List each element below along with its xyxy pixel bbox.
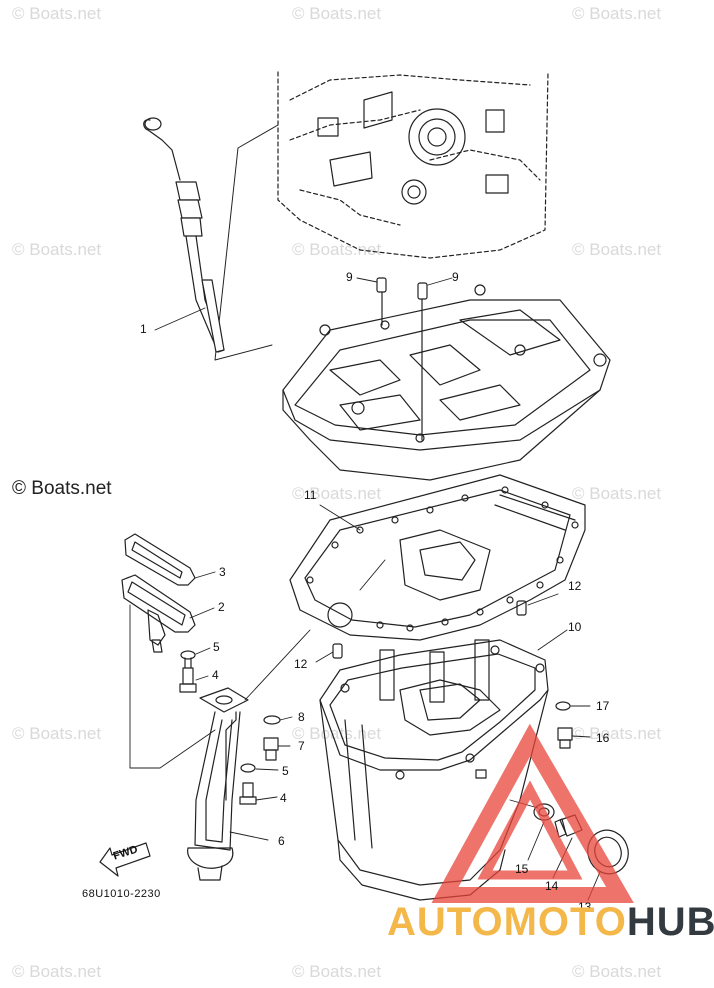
leader-6: [229, 831, 269, 841]
leader-5-lower: [255, 768, 279, 771]
watermark-bottom-right: © Boats.net: [572, 962, 662, 981]
callout-9-right: 9: [452, 270, 459, 284]
callout-7: 7: [298, 739, 305, 753]
washer-5-upper: [180, 650, 196, 660]
watermark-row2-center: © Boats.net: [292, 240, 382, 259]
gasket-11: [289, 474, 586, 641]
watermark-row3-center: © Boats.net: [292, 484, 382, 503]
dowel-pins-12: [315, 593, 559, 663]
callout-10: 10: [568, 620, 582, 634]
dipstick: [143, 117, 225, 353]
callout-3: 3: [219, 565, 226, 579]
watermark-bottom-center: © Boats.net: [292, 962, 382, 981]
fwd-arrow-icon: [99, 842, 151, 877]
engine-block-detail: [317, 91, 509, 205]
leader-4-lower: [255, 796, 278, 801]
bolt-16: [557, 727, 573, 749]
callout-8: 8: [298, 710, 305, 724]
copyright-label: © Boats.net: [12, 478, 112, 499]
dipstick-leader: [214, 124, 279, 361]
leader-5-upper: [195, 647, 211, 655]
leader-2-vertical: [129, 604, 216, 769]
bolt-4-lower: [239, 782, 257, 805]
callout-5-upper: 5: [213, 640, 220, 654]
leader-10: [537, 629, 568, 651]
leader-4-upper: [195, 675, 209, 681]
callout-4-lower: 4: [280, 791, 287, 805]
gasket-2: [121, 574, 196, 653]
washer-5-lower: [240, 763, 256, 773]
callout-17: 17: [596, 699, 610, 713]
logo-part1: AUTOMOTO: [387, 900, 627, 944]
bolt-4-upper: [179, 657, 197, 693]
watermark-row2-left: © Boats.net: [12, 240, 102, 259]
callout-1: 1: [140, 322, 147, 336]
callout-16: 16: [596, 731, 610, 745]
callout-12-left: 12: [294, 657, 308, 671]
callout-6: 6: [278, 834, 285, 848]
triangle-logo-icon: [431, 723, 634, 903]
callout-2: 2: [218, 600, 225, 614]
watermark-top-left: © Boats.net: [12, 4, 102, 23]
diagram-code: 68U1010-2230: [82, 888, 161, 900]
watermark-row4-right: © Boats.net: [572, 724, 662, 743]
oil-pan-10: [319, 639, 549, 901]
watermark-bottom-left: © Boats.net: [12, 962, 102, 981]
callout-5-lower: 5: [282, 764, 289, 778]
leader-2: [189, 607, 215, 619]
leader-11: [319, 504, 361, 531]
leader-3: [194, 571, 216, 579]
gasket-3: [124, 533, 196, 586]
watermark-row3-right: © Boats.net: [572, 484, 662, 503]
leader-15: [527, 821, 545, 861]
watermark-row4-left: © Boats.net: [12, 724, 102, 743]
automotohub-logo: AUTOMOTOHUB: [387, 900, 714, 945]
watermark-top-right: © Boats.net: [572, 4, 662, 23]
dowel-pins-9: [356, 277, 453, 441]
bolt-7: [263, 737, 279, 761]
engine-block: [277, 71, 549, 259]
leader-8: [279, 716, 293, 721]
watermark-top-center: © Boats.net: [292, 4, 382, 23]
logo-part2: HUB: [626, 900, 714, 944]
callout-4-upper: 4: [212, 668, 219, 682]
leader-6b: [244, 629, 311, 701]
watermark-row2-right: © Boats.net: [572, 240, 662, 259]
callout-9-left: 9: [346, 270, 353, 284]
leader-16: [571, 735, 591, 738]
callout-14: 14: [545, 879, 559, 893]
leader-1: [154, 307, 206, 331]
washer-8: [263, 715, 281, 725]
washer-17: [555, 701, 571, 711]
callout-11: 11: [304, 488, 317, 502]
callout-15: 15: [515, 862, 529, 876]
exhaust-guide: [282, 284, 611, 481]
watermark-row4-center: © Boats.net: [292, 724, 382, 743]
callout-13: 13: [578, 900, 592, 914]
callout-12-right: 12: [568, 579, 582, 593]
oil-strainer-6: [187, 687, 249, 881]
